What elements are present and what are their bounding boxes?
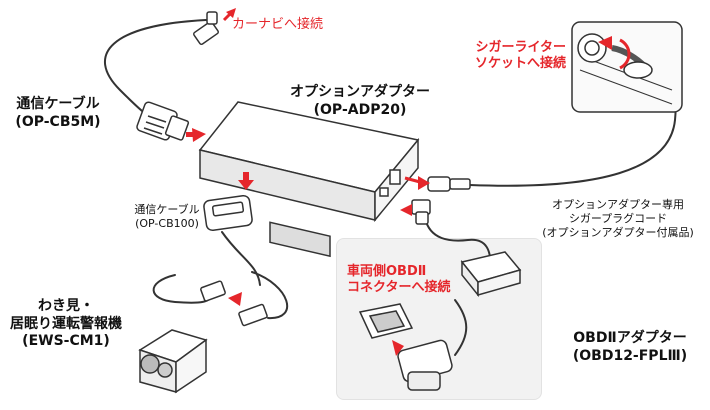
cable-main-name: 通信ケーブル xyxy=(16,96,100,112)
label-cable-main: 通信ケーブル (OP-CB5M) xyxy=(8,96,108,131)
adapter-name: オプションアダプター xyxy=(290,84,430,100)
warn-cable-line-2 xyxy=(251,271,288,320)
red-arrow-adapter xyxy=(238,180,254,190)
cigar-line1: シガーライター xyxy=(475,40,566,55)
label-obd-connect: 車両側OBDⅡ コネクターへ接続 xyxy=(347,264,450,297)
red-arrow-cigar xyxy=(418,176,430,190)
adapter-model: (OP-ADP20) xyxy=(313,101,407,118)
red-arrow-navi xyxy=(226,8,236,18)
plug-line3: (オプションアダプター付属品) xyxy=(542,225,694,239)
obd-connect-line1: 車両側OBDⅡ xyxy=(347,264,427,279)
label-cable-sub: 通信ケーブル (OP-CB100) xyxy=(122,203,212,231)
red-arrow-main-cable xyxy=(192,128,206,142)
obd-cable-line-2 xyxy=(454,299,468,356)
label-adapter: オプションアダプター (OP-ADP20) xyxy=(290,84,430,119)
plug-line2: シガープラグコード xyxy=(568,211,668,225)
cigar-socket-illustration xyxy=(571,21,683,113)
sub-cable-connector xyxy=(203,194,253,232)
cable-sub-model: (OP-CB100) xyxy=(135,216,199,230)
label-obd-adapter: OBDⅡアダプター (OBD12-FPLⅢ) xyxy=(560,330,700,365)
inline-connector xyxy=(200,280,268,327)
plug-line1: オプションアダプター専用 xyxy=(552,198,684,211)
label-carnavi: カーナビへ接続 xyxy=(232,17,324,32)
cable-main-model: (OP-CB5M) xyxy=(15,113,101,130)
obd-adapter-name: OBDⅡアダプター xyxy=(573,330,687,346)
label-cigar: シガーライター ソケットへ接続 xyxy=(466,40,566,73)
main-cable-connector xyxy=(136,101,190,141)
obd-connect-line2: コネクターへ接続 xyxy=(347,280,451,296)
warning-device-box xyxy=(138,329,208,394)
obd-adapter-model: (OBD12-FPLⅢ) xyxy=(572,347,688,364)
obd-adapter-body xyxy=(460,251,522,298)
obd-cable-line xyxy=(424,217,492,271)
cigar-plug-connector xyxy=(427,176,471,192)
cable-sub-name: 通信ケーブル xyxy=(134,203,200,216)
cable-sub-line xyxy=(221,231,261,286)
red-arrow-socket xyxy=(598,36,612,50)
navi-plug-icon xyxy=(193,11,219,46)
red-arrow-obd-adapter xyxy=(400,204,412,216)
label-plug-cord: オプションアダプター専用 シガープラグコード (オプションアダプター付属品) xyxy=(530,198,706,239)
obd-plug-illustration xyxy=(397,339,453,391)
warn-line1: わき見・ xyxy=(38,298,94,314)
option-adapter-box xyxy=(198,101,420,258)
red-arrow-inline xyxy=(228,292,242,306)
cigar-line2: ソケットへ接続 xyxy=(474,56,566,72)
warn-line2: 居眠り運転警報機 xyxy=(10,315,122,332)
red-arrow-obd xyxy=(392,340,404,356)
obd-socket-illustration xyxy=(358,303,414,339)
label-warning-device: わき見・ 居眠り運転警報機 (EWS-CM1) xyxy=(6,298,126,351)
obd-cable-connector xyxy=(411,199,431,225)
cable-main-line xyxy=(103,19,207,118)
warn-model: (EWS-CM1) xyxy=(22,333,110,349)
